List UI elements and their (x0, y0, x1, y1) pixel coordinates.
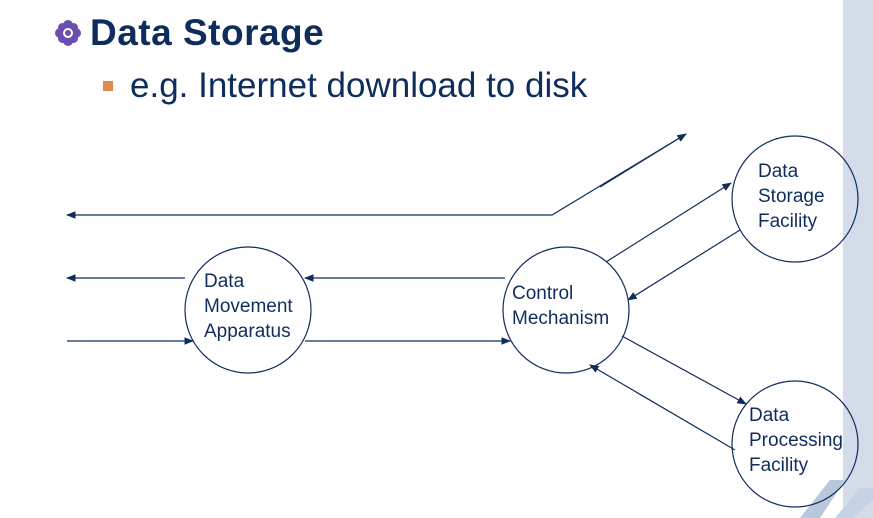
bullet-row: e.g. Internet download to disk (103, 66, 587, 106)
node-storage-line2: Storage (758, 186, 825, 207)
page-title: Data Storage (90, 12, 325, 53)
node-storage-label: Data Storage Facility (758, 159, 825, 234)
node-movement-label: Data Movement Apparatus (204, 269, 293, 344)
corner-decoration (800, 480, 873, 518)
node-movement-circle (184, 246, 312, 374)
flower-icon (55, 20, 81, 46)
right-decorative-band (843, 0, 873, 518)
bullet-square (103, 81, 113, 91)
arrow-control-to-storage (605, 182, 732, 263)
node-movement-line3: Apparatus (204, 321, 291, 342)
node-control-circle (502, 246, 630, 374)
arrow-control-to-processing (621, 335, 747, 405)
node-processing-circle (731, 380, 859, 508)
arrow-processing-to-control (589, 364, 736, 451)
node-control-line1: Control (512, 283, 574, 304)
arrow-storage-to-control (627, 229, 741, 301)
node-processing-line1: Data (749, 405, 790, 426)
node-processing-line3: Facility (749, 455, 809, 476)
title-row: Data Storage (54, 12, 324, 54)
node-control-line2: Mechanism (512, 308, 610, 329)
node-storage-circle (731, 135, 859, 263)
node-control-label: Control Mechanism (512, 281, 609, 331)
node-processing-line2: Processing (749, 430, 843, 451)
node-storage-line3: Facility (758, 211, 818, 232)
node-movement-line2: Movement (204, 296, 293, 317)
arrow-top-in-head (599, 133, 687, 188)
node-storage-line1: Data (758, 161, 799, 182)
node-movement-line1: Data (204, 271, 245, 292)
arrow-top-out (66, 133, 687, 219)
node-processing-label: Data Processing Facility (749, 403, 843, 478)
bullet-text: e.g. Internet download to disk (130, 66, 588, 105)
